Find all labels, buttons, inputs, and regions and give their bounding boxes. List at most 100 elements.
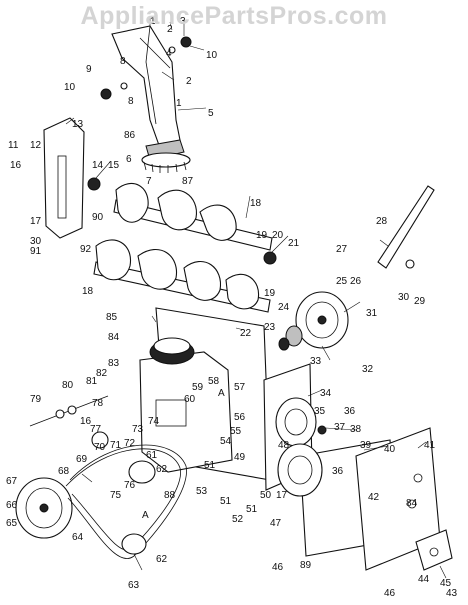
belt-and-pulleys [15,431,187,559]
callout-label-55: 55 [230,426,242,437]
callout-label-67: 67 [6,476,18,487]
callout-label-9: 9 [86,64,92,75]
callout-label-3: 3 [180,16,186,27]
callout-label-78: 78 [92,398,104,409]
drive-lever [377,185,435,269]
callout-label-10b: 10 [64,82,76,93]
callout-label-12: 12 [30,140,42,151]
callout-label-4: 4 [166,48,172,59]
callout-label-26: 26 [350,276,362,287]
callout-label-38: 38 [350,424,362,435]
callout-label-23: 23 [264,322,276,333]
callout-label-92: 92 [80,244,92,255]
callout-label-43: 43 [446,588,458,599]
callout-label-1a: 1 [150,16,156,27]
callout-label-15: 15 [108,160,120,171]
callout-label-47: 47 [270,518,282,529]
callout-label-19b: 19 [264,288,276,299]
callout-label-34: 34 [320,388,332,399]
callout-label-44: 44 [418,574,430,585]
callout-label-25: 25 [336,276,348,287]
callout-label-41: 41 [424,440,436,451]
callout-label-37: 37 [334,422,346,433]
callout-label-6: 6 [126,154,132,165]
callout-label-36a: 36 [344,406,356,417]
callout-label-7: 7 [146,176,152,187]
callout-label-30b: 30 [398,292,410,303]
callout-label-29: 29 [414,296,426,307]
callout-label-52: 52 [232,514,244,525]
callout-label-35: 35 [314,406,326,417]
chute-base-ring [141,152,191,173]
callout-label-53: 53 [196,486,208,497]
callout-label-A1: A [218,388,225,399]
frame-plates [263,363,441,571]
callout-label-66: 66 [6,500,18,511]
callout-label-22: 22 [240,328,252,339]
callout-label-62a: 62 [156,464,168,475]
callout-label-36b: 36 [332,466,344,477]
callout-label-83: 83 [108,358,120,369]
callout-label-39: 39 [360,440,372,451]
callout-label-32: 32 [362,364,374,375]
lower-auger [93,239,271,313]
callout-label-2b: 2 [186,76,192,87]
callout-label-65: 65 [6,518,18,529]
callout-label-31: 31 [366,308,378,319]
callout-label-1b: 1 [176,98,182,109]
callout-label-2a: 2 [167,24,173,35]
callout-label-54: 54 [220,436,232,447]
callout-label-68: 68 [58,466,70,477]
callout-label-61: 61 [146,450,158,461]
callout-label-5: 5 [208,108,214,119]
callout-label-14: 14 [92,160,104,171]
side-plate [43,117,101,239]
callout-label-87: 87 [182,176,194,187]
callout-label-11: 11 [8,140,19,151]
callout-label-76: 76 [124,480,136,491]
upper-auger [113,183,277,265]
callout-label-80: 80 [62,380,74,391]
callout-label-70: 70 [94,442,106,453]
callout-label-62b: 62 [156,554,168,565]
callout-label-91: 91 [30,246,42,257]
callout-label-57: 57 [234,382,246,393]
callout-label-71: 71 [110,440,122,451]
callout-label-18b: 18 [82,286,94,297]
callout-label-10a: 10 [206,50,218,61]
callout-label-82: 82 [96,368,108,379]
callout-label-16b: 16 [80,416,92,427]
callout-label-51a: 51 [204,460,216,471]
callout-label-49: 49 [234,452,246,463]
callout-label-69: 69 [76,454,88,465]
callout-label-79: 79 [30,394,42,405]
callout-label-72: 72 [124,438,136,449]
shift-rod [29,395,109,427]
callout-label-75: 75 [110,490,122,501]
callout-label-81: 81 [86,376,98,387]
callout-label-A2: A [142,510,149,521]
callout-label-40: 40 [384,444,396,455]
discharge-chute [100,25,192,161]
callout-label-16a: 16 [10,160,22,171]
callout-label-84a: 84 [108,332,120,343]
callout-label-51b: 51 [220,496,232,507]
callout-label-64: 64 [72,532,84,543]
callout-label-42: 42 [368,492,380,503]
leader-lines [65,16,447,579]
callout-label-8a: 8 [120,56,126,67]
callout-label-85: 85 [106,312,118,323]
lower-bracket [415,529,453,571]
callout-label-60: 60 [184,394,196,405]
callout-label-73: 73 [132,424,144,435]
callout-label-84b: 84 [406,498,418,509]
callout-label-20: 20 [272,230,284,241]
callout-label-27: 27 [336,244,348,255]
callout-label-17a: 17 [30,216,42,227]
callout-label-8b: 8 [128,96,134,107]
callout-label-88: 88 [164,490,176,501]
callout-label-30a: 30 [30,236,42,247]
